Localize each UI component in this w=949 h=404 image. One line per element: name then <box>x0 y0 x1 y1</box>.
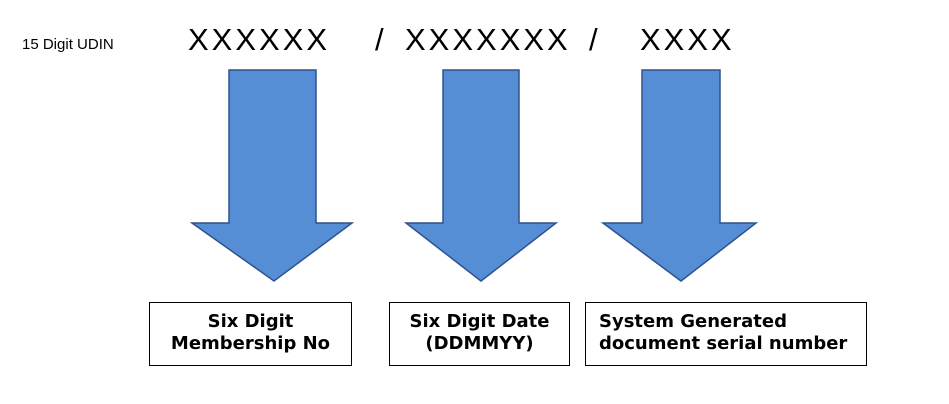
date-segment: XXXXXXX <box>405 22 571 57</box>
membership-segment: XXXXXX <box>188 22 331 57</box>
membership-box: Six Digit Membership No <box>149 302 352 366</box>
down-arrow-icon-3 <box>600 69 759 282</box>
date-box-line2: (DDMMYY) <box>425 333 534 354</box>
separator-1: / <box>375 22 387 57</box>
down-arrow-icon-1 <box>189 69 355 282</box>
date-box-line1: Six Digit Date <box>409 311 550 332</box>
date-box: Six Digit Date (DDMMYY) <box>389 302 570 366</box>
membership-box-line1: Six Digit <box>207 311 294 332</box>
udin-label: 15 Digit UDIN <box>22 36 114 53</box>
membership-box-line2: Membership No <box>170 333 331 354</box>
serial-box-line2: document serial number <box>599 333 848 354</box>
serial-segment: XXXX <box>640 22 735 57</box>
serial-box: System Generated document serial number <box>585 302 867 366</box>
separator-2: / <box>589 22 601 57</box>
serial-box-line1: System Generated <box>599 311 787 332</box>
down-arrow-icon-2 <box>403 69 559 282</box>
